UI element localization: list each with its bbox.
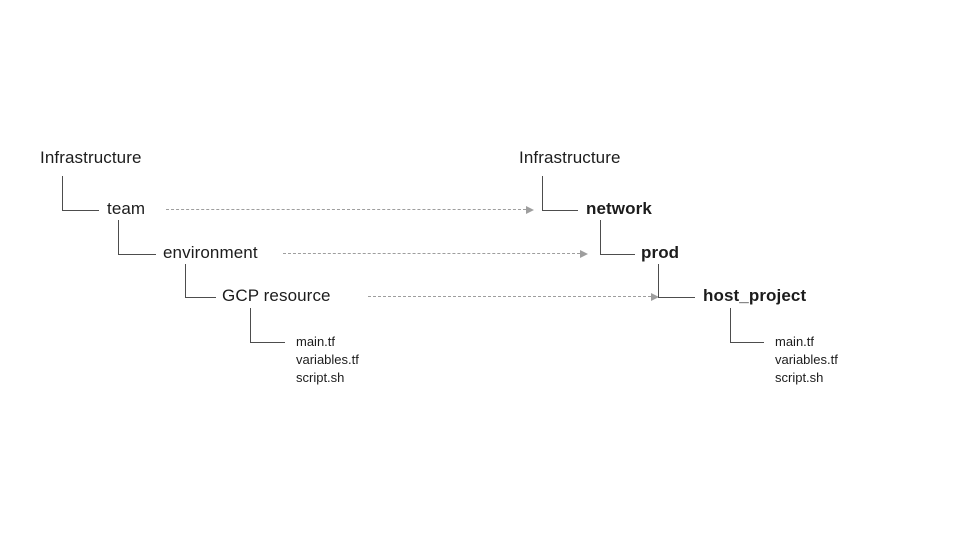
node-environment: environment — [163, 243, 258, 262]
file-item: variables.tf — [296, 352, 359, 367]
file-item: main.tf — [296, 334, 336, 349]
node-team: team — [107, 199, 146, 218]
concrete-file-list: main.tf variables.tf script.sh — [775, 333, 838, 387]
mapping-arrow-gcp-resource-to-host-project — [368, 293, 659, 301]
node-network: network — [586, 199, 652, 218]
elbow-connector — [658, 264, 695, 298]
elbow-connector — [542, 176, 578, 211]
elbow-connector — [250, 308, 285, 343]
abstract-file-list: main.tf variables.tf script.sh — [296, 333, 359, 387]
file-item: main.tf — [775, 334, 815, 349]
concrete-root-label: Infrastructure — [519, 148, 621, 167]
mapping-arrow-team-to-network — [166, 206, 534, 214]
elbow-connector — [185, 264, 216, 298]
elbow-connector — [600, 220, 635, 255]
arrowhead-icon — [580, 250, 588, 258]
node-prod: prod — [641, 243, 680, 262]
file-item: variables.tf — [775, 352, 838, 367]
mapping-arrow-environment-to-prod — [283, 250, 588, 258]
abstract-root-label: Infrastructure — [40, 148, 142, 167]
elbow-connector — [62, 176, 99, 211]
arrowhead-icon — [526, 206, 534, 214]
node-gcp-resource: GCP resource — [222, 286, 331, 305]
elbow-connector — [730, 308, 764, 343]
node-host-project: host_project — [703, 286, 807, 305]
file-item: script.sh — [775, 370, 824, 385]
elbow-connector — [118, 220, 156, 255]
file-item: script.sh — [296, 370, 345, 385]
arrowhead-icon — [651, 293, 659, 301]
